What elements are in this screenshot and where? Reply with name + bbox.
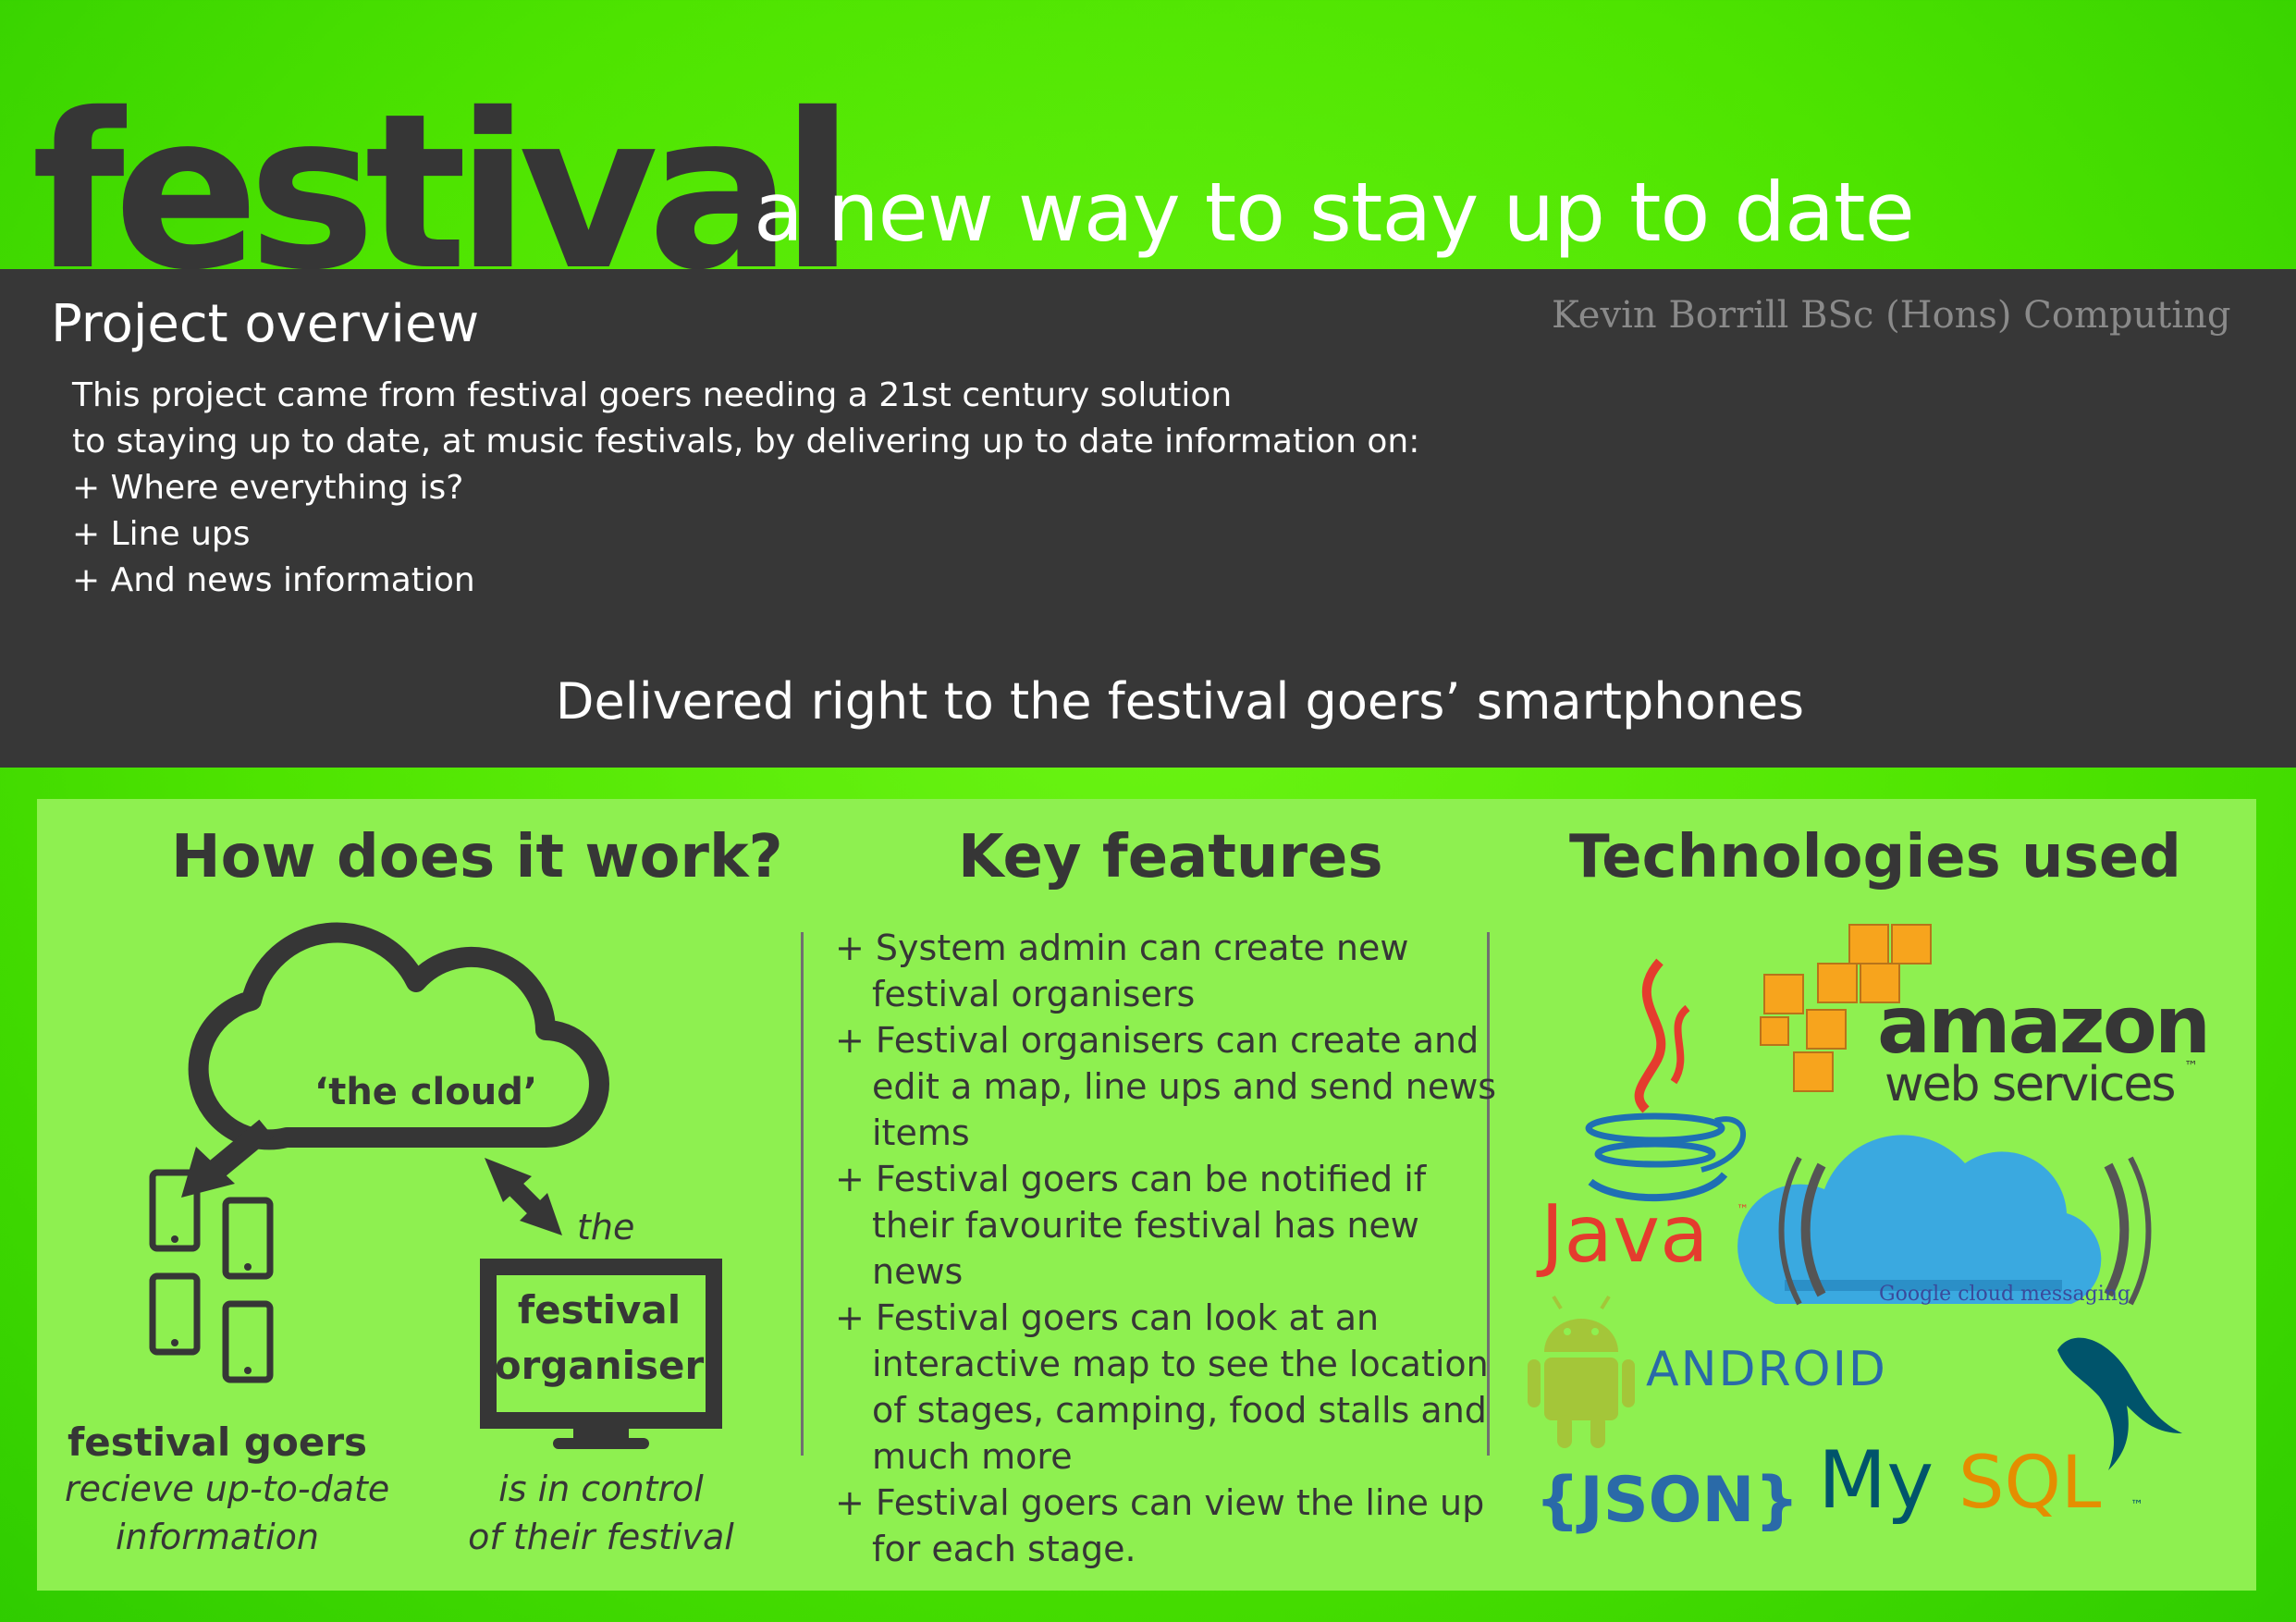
page-title: festival xyxy=(31,68,854,317)
phones-icon xyxy=(149,1169,274,1383)
gcm-google: Google xyxy=(1879,1283,1951,1306)
the-label: the xyxy=(577,1207,635,1247)
gcm-logo: Google cloud messaging xyxy=(1737,1135,2152,1306)
aws-wordmark: amazon xyxy=(1877,979,2208,1072)
goers-caption: recieve up-to-date xyxy=(65,1468,390,1509)
tagline: a new way to stay up to date xyxy=(754,165,1915,260)
features-list: + System admin can create new festival o… xyxy=(835,925,1501,1572)
feature-item: + Festival goers can look at an interact… xyxy=(835,1297,1489,1477)
android-wordmark: ANDROID xyxy=(1646,1342,1887,1397)
overview-line: + Line ups xyxy=(72,515,251,553)
cloud-icon xyxy=(188,922,609,1150)
organiser-caption: of their festival xyxy=(468,1517,734,1557)
feature-item: + System admin can create new festival o… xyxy=(835,928,1409,1014)
android-logo: ANDROID xyxy=(1528,1295,1887,1448)
svg-text:Google cloud messaging: Google cloud messaging xyxy=(1879,1283,2130,1306)
aws-tm: ™ xyxy=(2184,1058,2198,1075)
json-logo: {JSON} xyxy=(1535,1464,1799,1537)
goers-title: festival goers xyxy=(67,1419,368,1465)
cloud-label: ‘the cloud’ xyxy=(314,1071,538,1113)
goers-caption: information xyxy=(116,1517,319,1557)
mysql-my: My xyxy=(1818,1434,1934,1527)
overview-line: + And news information xyxy=(72,561,475,599)
organiser-caption: is in control xyxy=(498,1468,704,1509)
mysql-logo: My SQL ™ xyxy=(1818,1337,2182,1527)
mysql-tm: ™ xyxy=(2130,1498,2143,1513)
overview-line: This project came from festival goers ne… xyxy=(72,376,1233,414)
feature-item: + Festival goers can be notified if thei… xyxy=(835,1159,1427,1292)
java-wordmark: Java xyxy=(1536,1188,1709,1281)
author-credit: Kevin Borrill BSc (Hons) Computing xyxy=(1552,294,2231,337)
features-heading: Key features xyxy=(958,823,1383,891)
tech-heading: Technologies used xyxy=(1569,823,2181,891)
monitor-icon xyxy=(480,1259,722,1449)
aws-subtitle: web services xyxy=(1885,1057,2174,1112)
feature-item: + Festival goers can view the line up fo… xyxy=(835,1482,1485,1569)
column-divider xyxy=(1487,932,1490,1456)
overview-line: to staying up to date, at music festival… xyxy=(72,423,1420,461)
mysql-sql: SQL xyxy=(1958,1442,2102,1525)
organiser-label: festival xyxy=(517,1287,681,1333)
java-tm: ™ xyxy=(1737,1203,1749,1217)
overview-line: + Where everything is? xyxy=(72,469,464,507)
organiser-label: organiser xyxy=(494,1343,705,1388)
gcm-label: cloud messaging xyxy=(1951,1283,2130,1306)
technology-logos: Java ™ amazon web services ™ Google clou… xyxy=(1528,924,2211,1537)
delivered-statement: Delivered right to the festival goers’ s… xyxy=(555,672,1805,731)
overview-text: This project came from festival goers ne… xyxy=(72,373,1419,604)
java-logo: Java ™ xyxy=(1536,958,1749,1281)
feature-item: + Festival organisers can create and edi… xyxy=(835,1020,1497,1153)
how-it-works-diagram xyxy=(149,922,722,1449)
overview-band xyxy=(0,269,2296,768)
double-arrow-icon xyxy=(485,1158,562,1235)
overview-heading: Project overview xyxy=(51,294,480,354)
how-heading: How does it work? xyxy=(171,823,783,891)
aws-logo: amazon web services ™ xyxy=(1760,924,2211,1112)
column-divider xyxy=(801,932,804,1456)
